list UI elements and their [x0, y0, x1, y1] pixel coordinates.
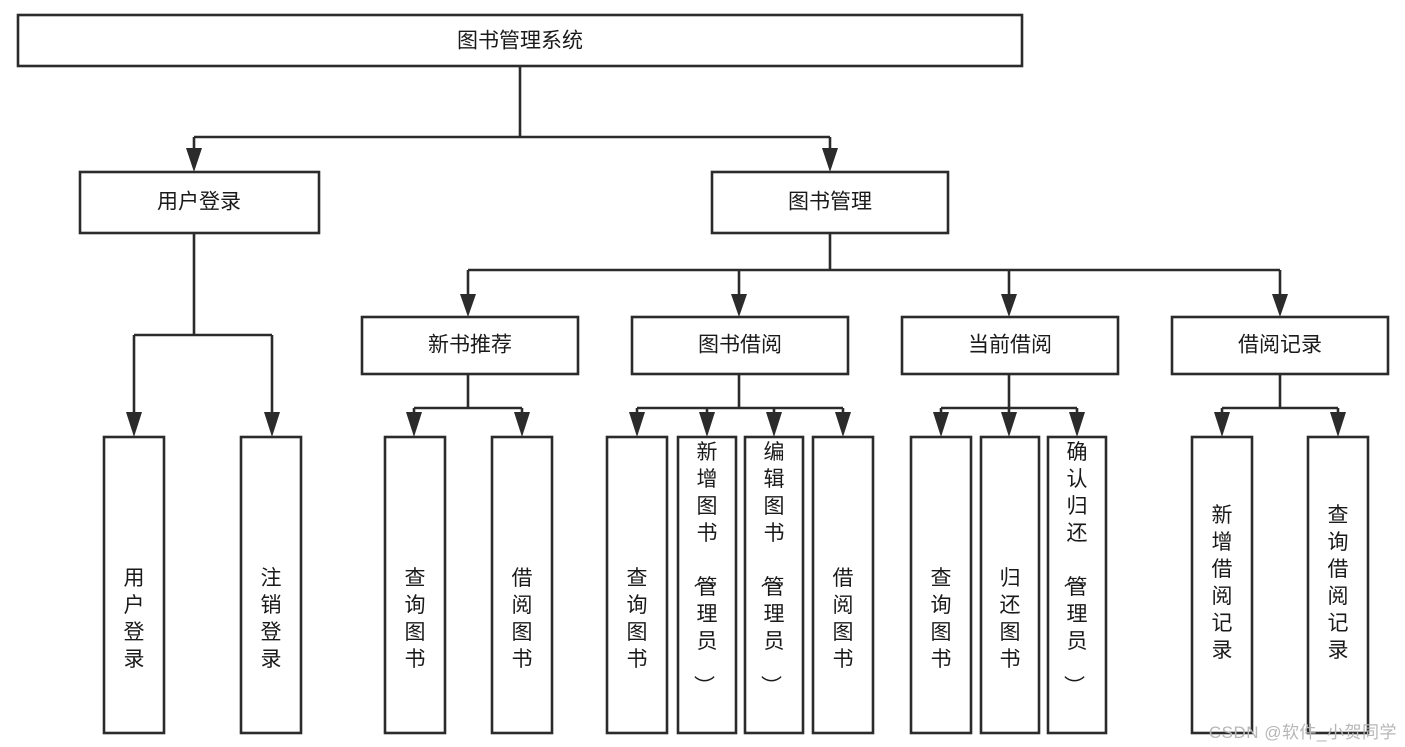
arrow-head-bookborrow: [731, 294, 747, 317]
arrow-head-leaf-query-book-2: [629, 412, 645, 437]
node-borrow-record-label: 借阅记录: [1238, 334, 1322, 357]
node-book-borrow-label: 图书借阅: [698, 334, 782, 357]
connector-group-newbook: [406, 374, 530, 437]
arrow-head-bookmgmt: [822, 148, 838, 172]
node-book-borrow[interactable]: 图书借阅: [630, 315, 850, 376]
leaf-return-book-box[interactable]: [979, 435, 1041, 735]
arrow-head-userlogin: [186, 148, 202, 172]
leaf-edit-book[interactable]: 编辑图书（管理员）: [743, 435, 805, 735]
leaf-confirm-return-label: 确认归还（管理员）: [1062, 441, 1088, 696]
arrow-head-newbook: [460, 294, 476, 317]
connector-group-userlogin: [126, 233, 280, 437]
connector-group-borrowrecord: [1214, 374, 1346, 437]
leaf-query-book-borrow-box[interactable]: [605, 435, 669, 735]
node-new-book-recommend-label: 新书推荐: [428, 334, 512, 357]
leaf-logout[interactable]: 注销登录: [239, 435, 303, 735]
leaf-query-book-borrow[interactable]: 查询图书: [605, 435, 669, 735]
leaf-edit-book-label: 编辑图书（管理员）: [759, 441, 785, 696]
node-borrow-record[interactable]: 借阅记录: [1170, 315, 1390, 376]
node-root-label: 图书管理系统: [457, 30, 583, 53]
leaf-query-borrow-record-label: 查询借阅记录: [1328, 504, 1349, 662]
leaf-logout-box[interactable]: [239, 435, 303, 735]
leaf-query-book-current-label: 查询图书: [931, 567, 952, 671]
arrow-head-borrowrecord: [1272, 294, 1288, 317]
node-new-book-recommend-box[interactable]: [360, 315, 580, 376]
leaf-logout-label: 注销登录: [261, 567, 282, 671]
leaf-borrow-book-recommend[interactable]: 借阅图书: [490, 435, 554, 735]
node-user-login-label: 用户登录: [157, 191, 241, 214]
arrow-head-leaf-confirm-return: [1069, 412, 1085, 437]
node-current-borrow-label: 当前借阅: [968, 334, 1052, 357]
node-book-management-box[interactable]: [710, 170, 950, 235]
leaf-confirm-return-box[interactable]: [1046, 435, 1108, 735]
node-user-login-box[interactable]: [78, 170, 321, 235]
node-current-borrow-box[interactable]: [900, 315, 1120, 376]
leaf-borrow-book-recommend-label: 借阅图书: [512, 567, 533, 671]
leaf-query-book-recommend-label: 查询图书: [405, 567, 426, 671]
node-book-borrow-box[interactable]: [630, 315, 850, 376]
node-root[interactable]: 图书管理系统: [16, 13, 1024, 68]
leaf-borrow-book-label: 借阅图书: [833, 567, 854, 671]
leaf-return-book-label: 归还图书: [1000, 567, 1021, 671]
node-new-book-recommend[interactable]: 新书推荐: [360, 315, 580, 376]
leaf-borrow-book-box[interactable]: [811, 435, 875, 735]
leaf-user-login[interactable]: 用户登录: [102, 435, 166, 735]
node-current-borrow[interactable]: 当前借阅: [900, 315, 1120, 376]
leaf-user-login-label: 用户登录: [124, 567, 145, 671]
leaf-query-book-current-box[interactable]: [909, 435, 973, 735]
leaf-query-book-current[interactable]: 查询图书: [909, 435, 973, 735]
arrow-head-leaf-query-book-1: [406, 412, 422, 437]
arrow-head-leaf-query-record: [1330, 412, 1346, 437]
arrow-head-leaf-return-book: [1001, 412, 1017, 437]
arrow-head-leaf-user-login: [126, 412, 142, 437]
leaf-query-borrow-record-box[interactable]: [1306, 435, 1370, 735]
connector-group-root: [186, 66, 838, 172]
node-root-box[interactable]: [16, 13, 1024, 68]
leaf-query-borrow-record[interactable]: 查询借阅记录: [1306, 435, 1370, 735]
leaf-edit-book-box[interactable]: [743, 435, 805, 735]
node-borrow-record-box[interactable]: [1170, 315, 1390, 376]
connector-group-bookborrow: [629, 374, 851, 437]
leaf-borrow-book-recommend-box[interactable]: [490, 435, 554, 735]
arrow-head-leaf-borrow-book-1: [514, 412, 530, 437]
leaf-add-borrow-record-label: 新增借阅记录: [1212, 504, 1233, 662]
leaf-add-borrow-record-box[interactable]: [1190, 435, 1254, 735]
leaf-return-book[interactable]: 归还图书: [979, 435, 1041, 735]
node-user-login[interactable]: 用户登录: [78, 170, 321, 235]
arrow-head-leaf-add-record: [1214, 412, 1230, 437]
arrow-head-currentborrow: [1001, 294, 1017, 317]
leaf-borrow-book[interactable]: 借阅图书: [811, 435, 875, 735]
arrow-head-leaf-add-book: [699, 412, 715, 437]
connector-group-bookmgmt: [460, 233, 1288, 317]
connector-group-currentborrow: [933, 374, 1085, 437]
node-book-management-label: 图书管理: [788, 191, 872, 214]
arrow-head-leaf-query-book-3: [933, 412, 949, 437]
leaf-query-book-recommend[interactable]: 查询图书: [383, 435, 447, 735]
leaf-add-book[interactable]: 新增图书（管理员）: [676, 435, 738, 735]
leaf-user-login-box[interactable]: [102, 435, 166, 735]
arrow-head-leaf-logout: [264, 412, 280, 437]
leaf-add-borrow-record[interactable]: 新增借阅记录: [1190, 435, 1254, 735]
node-book-management[interactable]: 图书管理: [710, 170, 950, 235]
arrow-head-leaf-edit-book: [766, 412, 782, 437]
leaf-query-book-recommend-box[interactable]: [383, 435, 447, 735]
arrow-head-leaf-borrow-book-2: [835, 412, 851, 437]
csdn-watermark: CSDN @软件_小贺同学: [1208, 723, 1397, 742]
leaf-add-book-label: 新增图书（管理员）: [692, 441, 718, 696]
leaf-query-book-borrow-label: 查询图书: [627, 567, 648, 671]
leaf-confirm-return[interactable]: 确认归还（管理员）: [1046, 435, 1108, 735]
leaf-add-book-box[interactable]: [676, 435, 738, 735]
